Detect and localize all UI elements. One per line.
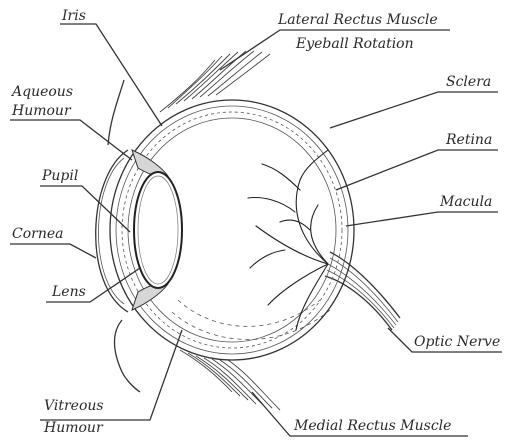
label-vitreous-line1: Vitreous: [44, 398, 104, 414]
label-eyeball-rotation: Eyeball Rotation: [295, 36, 414, 52]
label-vitreous-line2: Humour: [43, 420, 104, 436]
label-optic-nerve: Optic Nerve: [414, 334, 500, 350]
leader-lines: [10, 24, 502, 436]
label-iris: Iris: [61, 8, 86, 24]
label-aqueous-line1: Aqueous: [10, 84, 73, 100]
label-medial-rectus-muscle: Medial Rectus Muscle: [293, 418, 451, 434]
label-pupil: Pupil: [41, 168, 78, 184]
label-macula: Macula: [439, 194, 492, 210]
retinal-veins: [248, 150, 328, 330]
label-aqueous-line2: Humour: [11, 103, 72, 119]
medial-rectus-muscle-strands: [180, 350, 280, 410]
label-sclera: Sclera: [446, 74, 491, 90]
label-retina: Retina: [445, 132, 492, 148]
label-lens: Lens: [51, 284, 86, 300]
labels: Iris Lateral Rectus Muscle Eyeball Rotat…: [10, 8, 500, 436]
label-lateral-rectus-muscle: Lateral Rectus Muscle: [277, 12, 438, 28]
label-cornea: Cornea: [12, 226, 63, 242]
lateral-rectus-muscle-strands: [160, 51, 270, 112]
optic-nerve-shape: [325, 252, 400, 330]
lens-shape: [134, 172, 182, 288]
